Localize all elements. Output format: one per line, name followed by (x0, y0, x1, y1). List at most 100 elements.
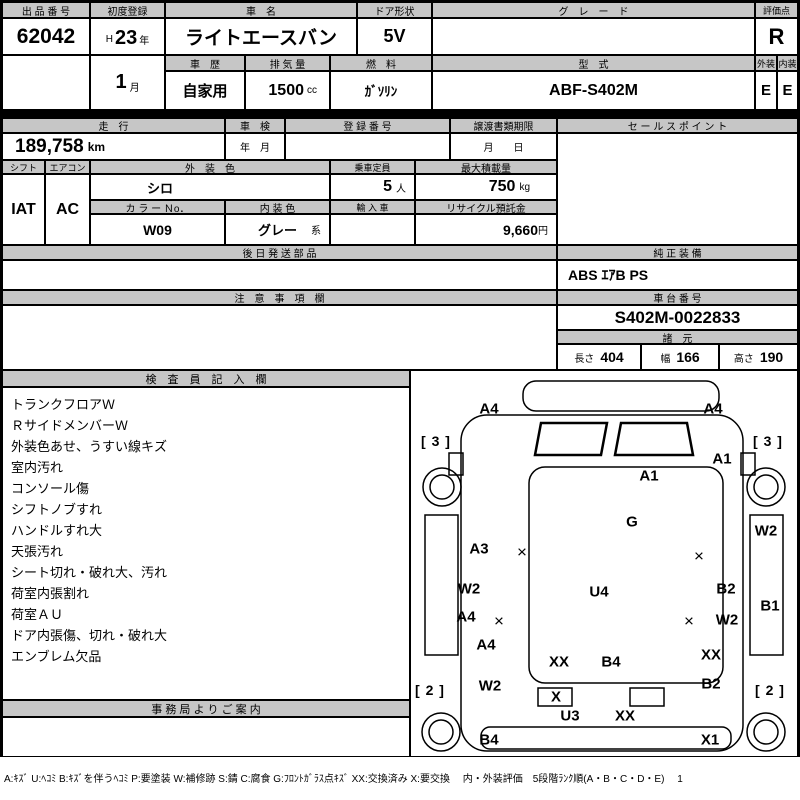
damage-marker: B2 (701, 675, 721, 693)
max-load-number: 750 (488, 178, 516, 195)
max-load-value: 750 kg (415, 174, 557, 200)
equipment-value: ABS ｴｱB PS (557, 260, 798, 290)
damage-marker: A4 (476, 636, 496, 654)
max-load-unit: kg (519, 181, 530, 193)
color-no-value: W09 (90, 214, 225, 245)
damage-marker: X (550, 688, 562, 706)
inspector-note-line: 荷室ＡＵ (11, 607, 64, 622)
inspector-note-line: 室内汚れ (11, 460, 64, 475)
later-parts-body (2, 260, 557, 290)
history-header: 車 歴 (165, 55, 245, 71)
tire-front-left-inner (429, 474, 455, 500)
damage-marker: W2 (715, 611, 739, 629)
front-bumper (522, 380, 720, 412)
exterior-color-header: 外 装 色 (90, 160, 330, 174)
damage-marker: A1 (639, 467, 659, 485)
inspector-note-line: 天張汚れ (11, 544, 64, 559)
grade-header: グ レ ー ド (432, 2, 755, 18)
year-suffix: 年 (139, 36, 150, 47)
damage-marker: W2 (478, 677, 502, 695)
damage-marker: A1 (712, 450, 732, 468)
inspector-note-line: エンブレム欠品 (11, 649, 102, 664)
recycle-unit: 円 (538, 226, 548, 237)
rear-lamp-left (537, 687, 573, 707)
dimension-width: 幅 166 (641, 344, 719, 370)
damage-marker: U3 (560, 707, 580, 725)
damage-marker: X1 (700, 731, 720, 749)
first-registration-month: 1 月 (90, 55, 165, 110)
tire-front-left (422, 467, 462, 507)
history-value: 自家用 (165, 71, 245, 110)
height-value: 190 (759, 349, 784, 365)
displacement-unit: cc (307, 85, 317, 96)
right-sill (749, 514, 784, 656)
damage-marker: XX (700, 646, 722, 664)
import-header: 輸 入 車 (330, 200, 415, 214)
tire-rear-right-inner (753, 719, 779, 745)
tire-rear-left (421, 712, 461, 752)
cabin-outline (528, 466, 724, 684)
width-label: 幅 (660, 353, 671, 365)
damage-marker: XX (548, 653, 570, 671)
interior-color-header: 内 装 色 (225, 200, 330, 214)
displacement-value: 1500 cc (245, 71, 330, 110)
inspector-note-line: ドア内張傷、切れ・破れ大 (11, 628, 168, 643)
damage-marker: × (684, 611, 694, 631)
interior-color-name: グレー (257, 223, 297, 238)
recycle-deposit-value: 9,660 円 (415, 214, 557, 245)
auction-no-spacer (2, 55, 90, 110)
length-label: 長さ (574, 353, 595, 365)
damage-marker: B2 (716, 580, 736, 598)
fuel-header: 燃 料 (330, 55, 432, 71)
damage-marker: [ 2 ] (755, 682, 785, 698)
exterior-color-value: シロ (90, 174, 330, 200)
inspector-note-line: 外装色あせ、うすい線キズ (11, 439, 168, 454)
model-code-value: ABF-S402M (432, 71, 755, 110)
windshield-right (613, 421, 695, 457)
capacity-header: 乗車定員 (330, 160, 415, 174)
dimension-length: 長さ 404 (557, 344, 641, 370)
damage-marker: W2 (457, 580, 481, 598)
model-code-header: 型 式 (432, 55, 755, 71)
shift-header: シフト (2, 160, 45, 174)
mileage-unit: km (87, 139, 106, 154)
damage-marker: A3 (469, 540, 489, 558)
damage-marker: A4 (456, 608, 476, 626)
interior-color-value: グレー 系 (225, 214, 330, 245)
mirror-right (740, 452, 756, 476)
height-label: 高さ (733, 353, 754, 365)
fuel-value: ｶﾞｿﾘﾝ (330, 71, 432, 110)
sales-point-body (557, 133, 798, 245)
left-sill (424, 514, 459, 656)
inspection-value: 年 月 (225, 133, 285, 160)
interior-color-suffix: 系 (311, 226, 321, 237)
chassis-no-value: S402M-0022833 (557, 305, 798, 330)
import-value (330, 214, 415, 245)
sales-point-header: セ ー ル ス ポ イ ン ト (557, 118, 798, 133)
caution-header: 注 意 事 項 欄 (2, 290, 557, 305)
grade-value (432, 18, 755, 55)
tire-front-right-inner (753, 474, 779, 500)
office-notice-body (2, 717, 410, 757)
tire-front-right (746, 467, 786, 507)
era-letter: H (105, 34, 113, 45)
auction-no-value: 62042 (2, 18, 90, 55)
first-registration-header: 初度登録 (90, 2, 165, 18)
mileage-number: 189,758 (15, 135, 84, 157)
chassis-no-header: 車 台 番 号 (557, 290, 798, 305)
first-registration-year: H 23 年 (90, 18, 165, 55)
max-load-header: 最大積載量 (415, 160, 557, 174)
damage-marker: [ 3 ] (421, 433, 451, 449)
rear-lamp-right (629, 687, 665, 707)
month-suffix: 月 (129, 83, 140, 94)
dimensions-header: 諸 元 (557, 330, 798, 344)
auction-no-header: 出 品 番 号 (2, 2, 90, 18)
damage-marker: U4 (589, 583, 609, 601)
door-shape-value: 5V (357, 18, 432, 55)
registration-no-value (285, 133, 450, 160)
dimension-height: 高さ 190 (719, 344, 798, 370)
windshield-left (533, 421, 609, 457)
